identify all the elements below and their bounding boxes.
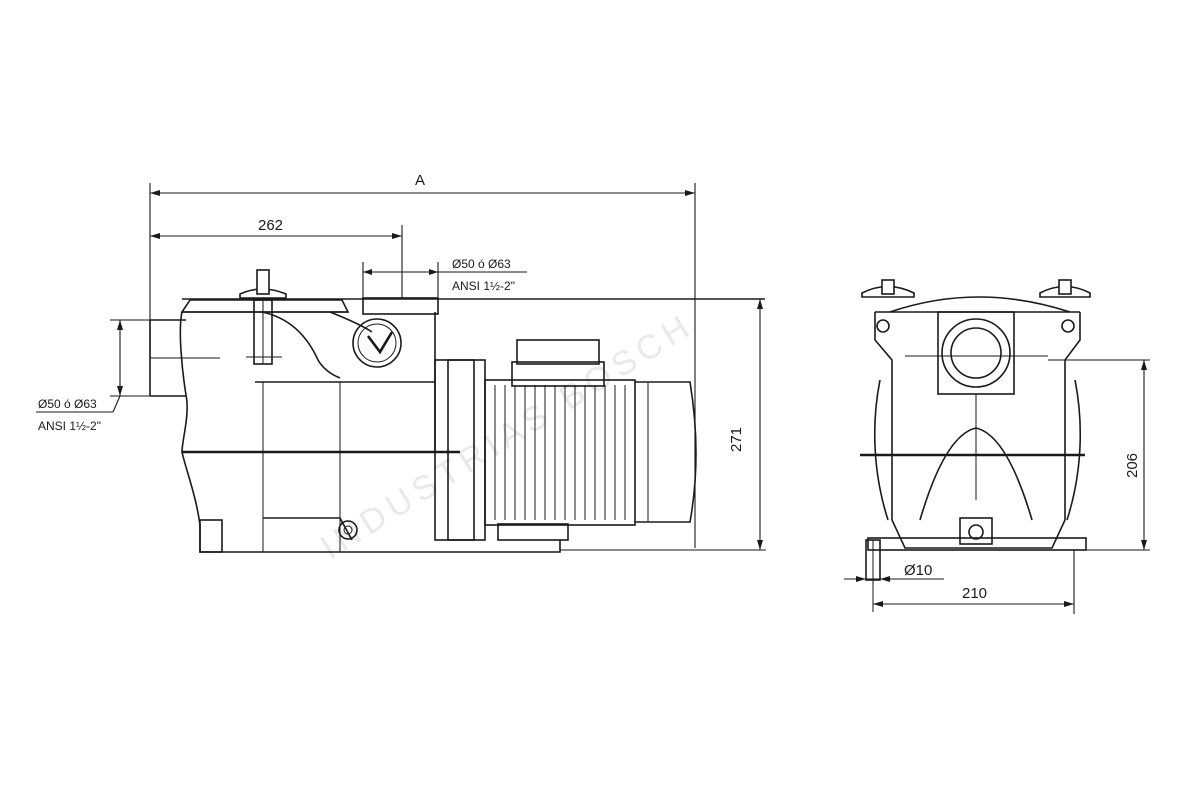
inlet-size-label: Ø50 ó Ø63 [38,397,97,411]
dimension-206-label: 206 [1124,453,1141,478]
pump-housing [149,269,561,553]
outlet-ansi-label: ANSI 1½-2" [452,279,515,293]
dimension-262: 262 [150,217,403,298]
watermark: INDUSTRIAS BOSCH [314,305,701,566]
outlet-callout: Ø50 ó Ø63 ANSI 1½-2" [362,257,527,298]
motor-cooling-fins [494,385,626,520]
dimension-a-label: A [415,172,425,189]
mount-hole-label: Ø10 [904,562,932,579]
dimension-271-label: 271 [728,427,745,452]
dimension-262-label: 262 [258,217,283,234]
dimension-206: 206 [1048,359,1150,551]
svg-text:INDUSTRIAS BOSCH: INDUSTRIAS BOSCH [314,305,701,566]
lid-knobs [861,279,1091,298]
inlet-callout: Ø50 ó Ø63 ANSI 1½-2" [36,319,185,433]
outlet-size-label: Ø50 ó Ø63 [452,257,511,271]
side-view: A 262 Ø50 ó Ø63 ANSI 1½-2" [36,172,766,553]
dimension-210-label: 210 [962,585,987,602]
mount-hole-callout: Ø10 [844,539,944,612]
motor [434,339,697,541]
inlet-ansi-label: ANSI 1½-2" [38,419,101,433]
front-view: 206 Ø10 210 [844,279,1150,614]
dimension-271: 271 [560,299,766,551]
dimension-210: 210 [873,550,1075,614]
front-outlet-port [905,311,1048,395]
